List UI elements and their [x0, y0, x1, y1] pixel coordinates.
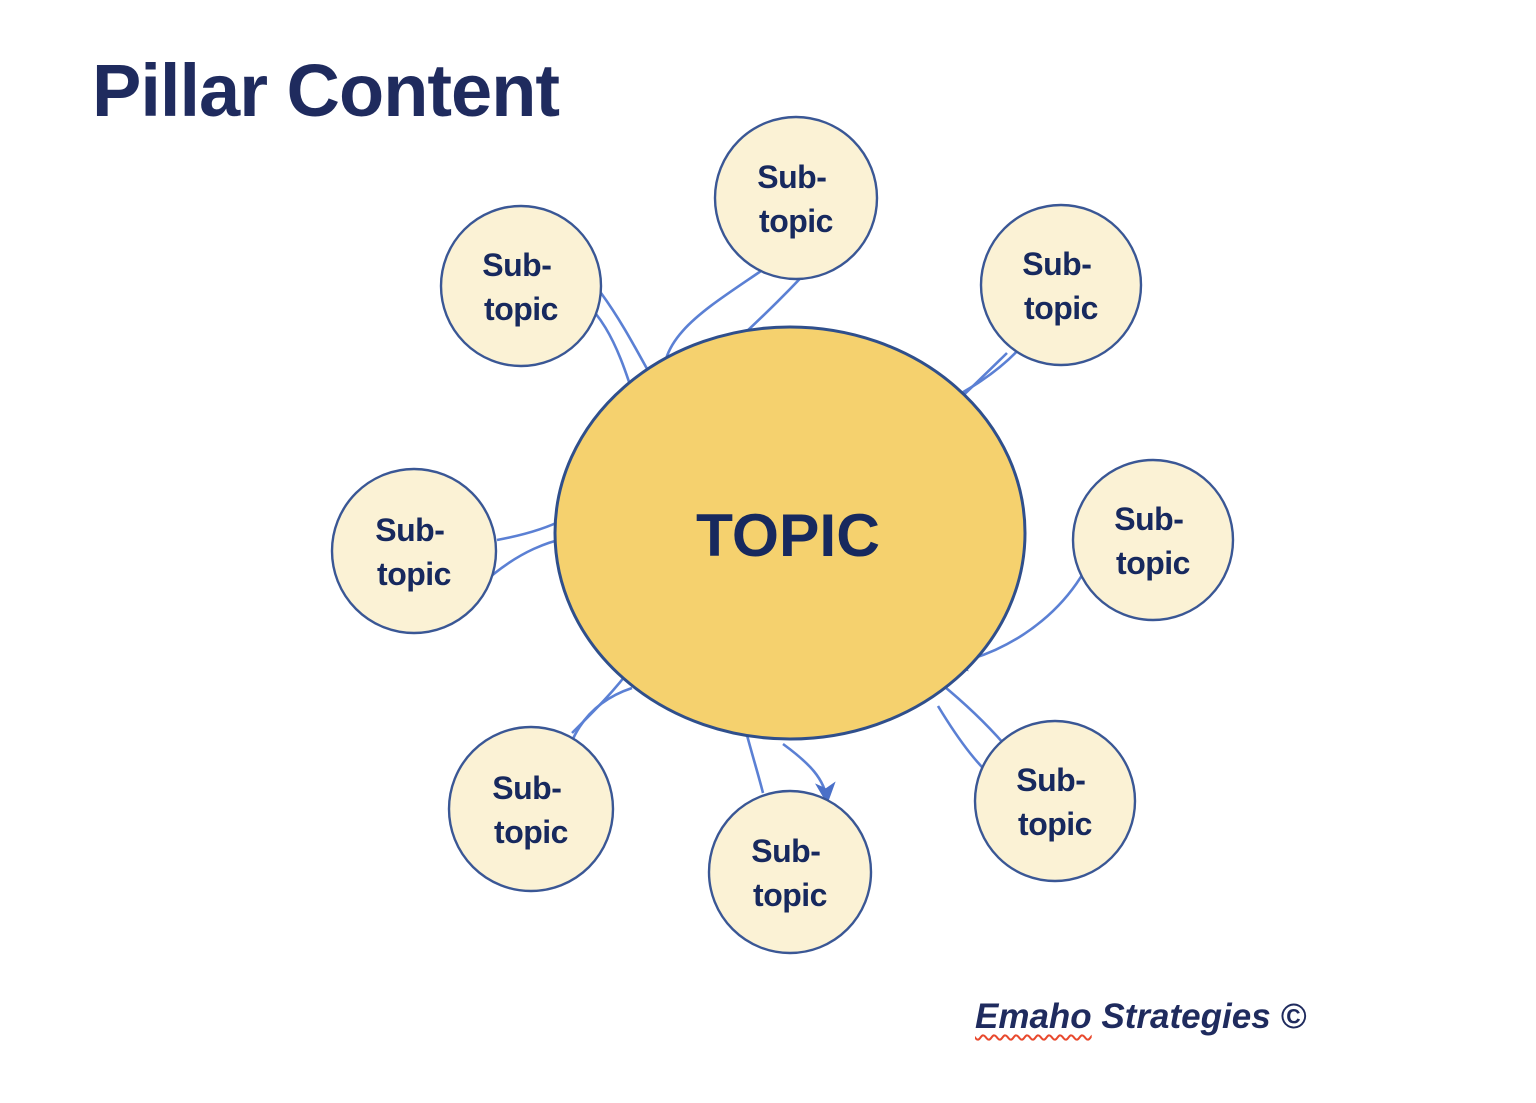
subtopic-circle-top-right: Sub- topic	[979, 203, 1143, 367]
subtopic-circle-bottom-left: Sub- topic	[447, 725, 615, 893]
subtopic-label: Sub- topic	[1022, 246, 1099, 326]
subtopic-shape	[979, 203, 1143, 367]
subtopic-circle-right: Sub- topic	[1071, 458, 1235, 622]
subtopic-shape	[1071, 458, 1235, 622]
arrow-center-to-bottom	[782, 742, 836, 805]
topic-circle	[553, 325, 1027, 741]
subtopic-circle-top: Sub- topic	[713, 115, 879, 281]
subtopic-label: Sub- topic	[1016, 762, 1093, 842]
topic-label: TOPIC	[696, 502, 880, 569]
subtopic-circle-left: Sub- topic	[330, 467, 498, 635]
footer-credit: Emaho Strategies ©	[975, 997, 1306, 1037]
subtopic-circle-top-left: Sub- topic	[439, 204, 603, 368]
subtopic-circle-bottom-right: Sub- topic	[973, 719, 1137, 883]
page-title: Pillar Content	[92, 49, 560, 132]
subtopic-label: Sub- topic	[751, 833, 828, 913]
subtopic-shape	[330, 467, 498, 635]
subtopic-label: Sub- topic	[492, 770, 569, 850]
subtopic-shape	[439, 204, 603, 368]
subtopic-label: Sub- topic	[375, 512, 452, 592]
footer-rest: Strategies ©	[1091, 997, 1307, 1036]
subtopic-shape	[973, 719, 1137, 883]
subtopic-shape	[713, 115, 879, 281]
subtopic-label: Sub- topic	[757, 159, 834, 239]
subtopic-shape	[447, 725, 615, 893]
subtopic-circle-bottom: Sub- topic	[707, 789, 873, 955]
subtopic-shape	[707, 789, 873, 955]
subtopic-label: Sub- topic	[1114, 501, 1191, 581]
subtopic-label: Sub- topic	[482, 247, 559, 327]
footer-brand: Emaho	[975, 997, 1092, 1036]
